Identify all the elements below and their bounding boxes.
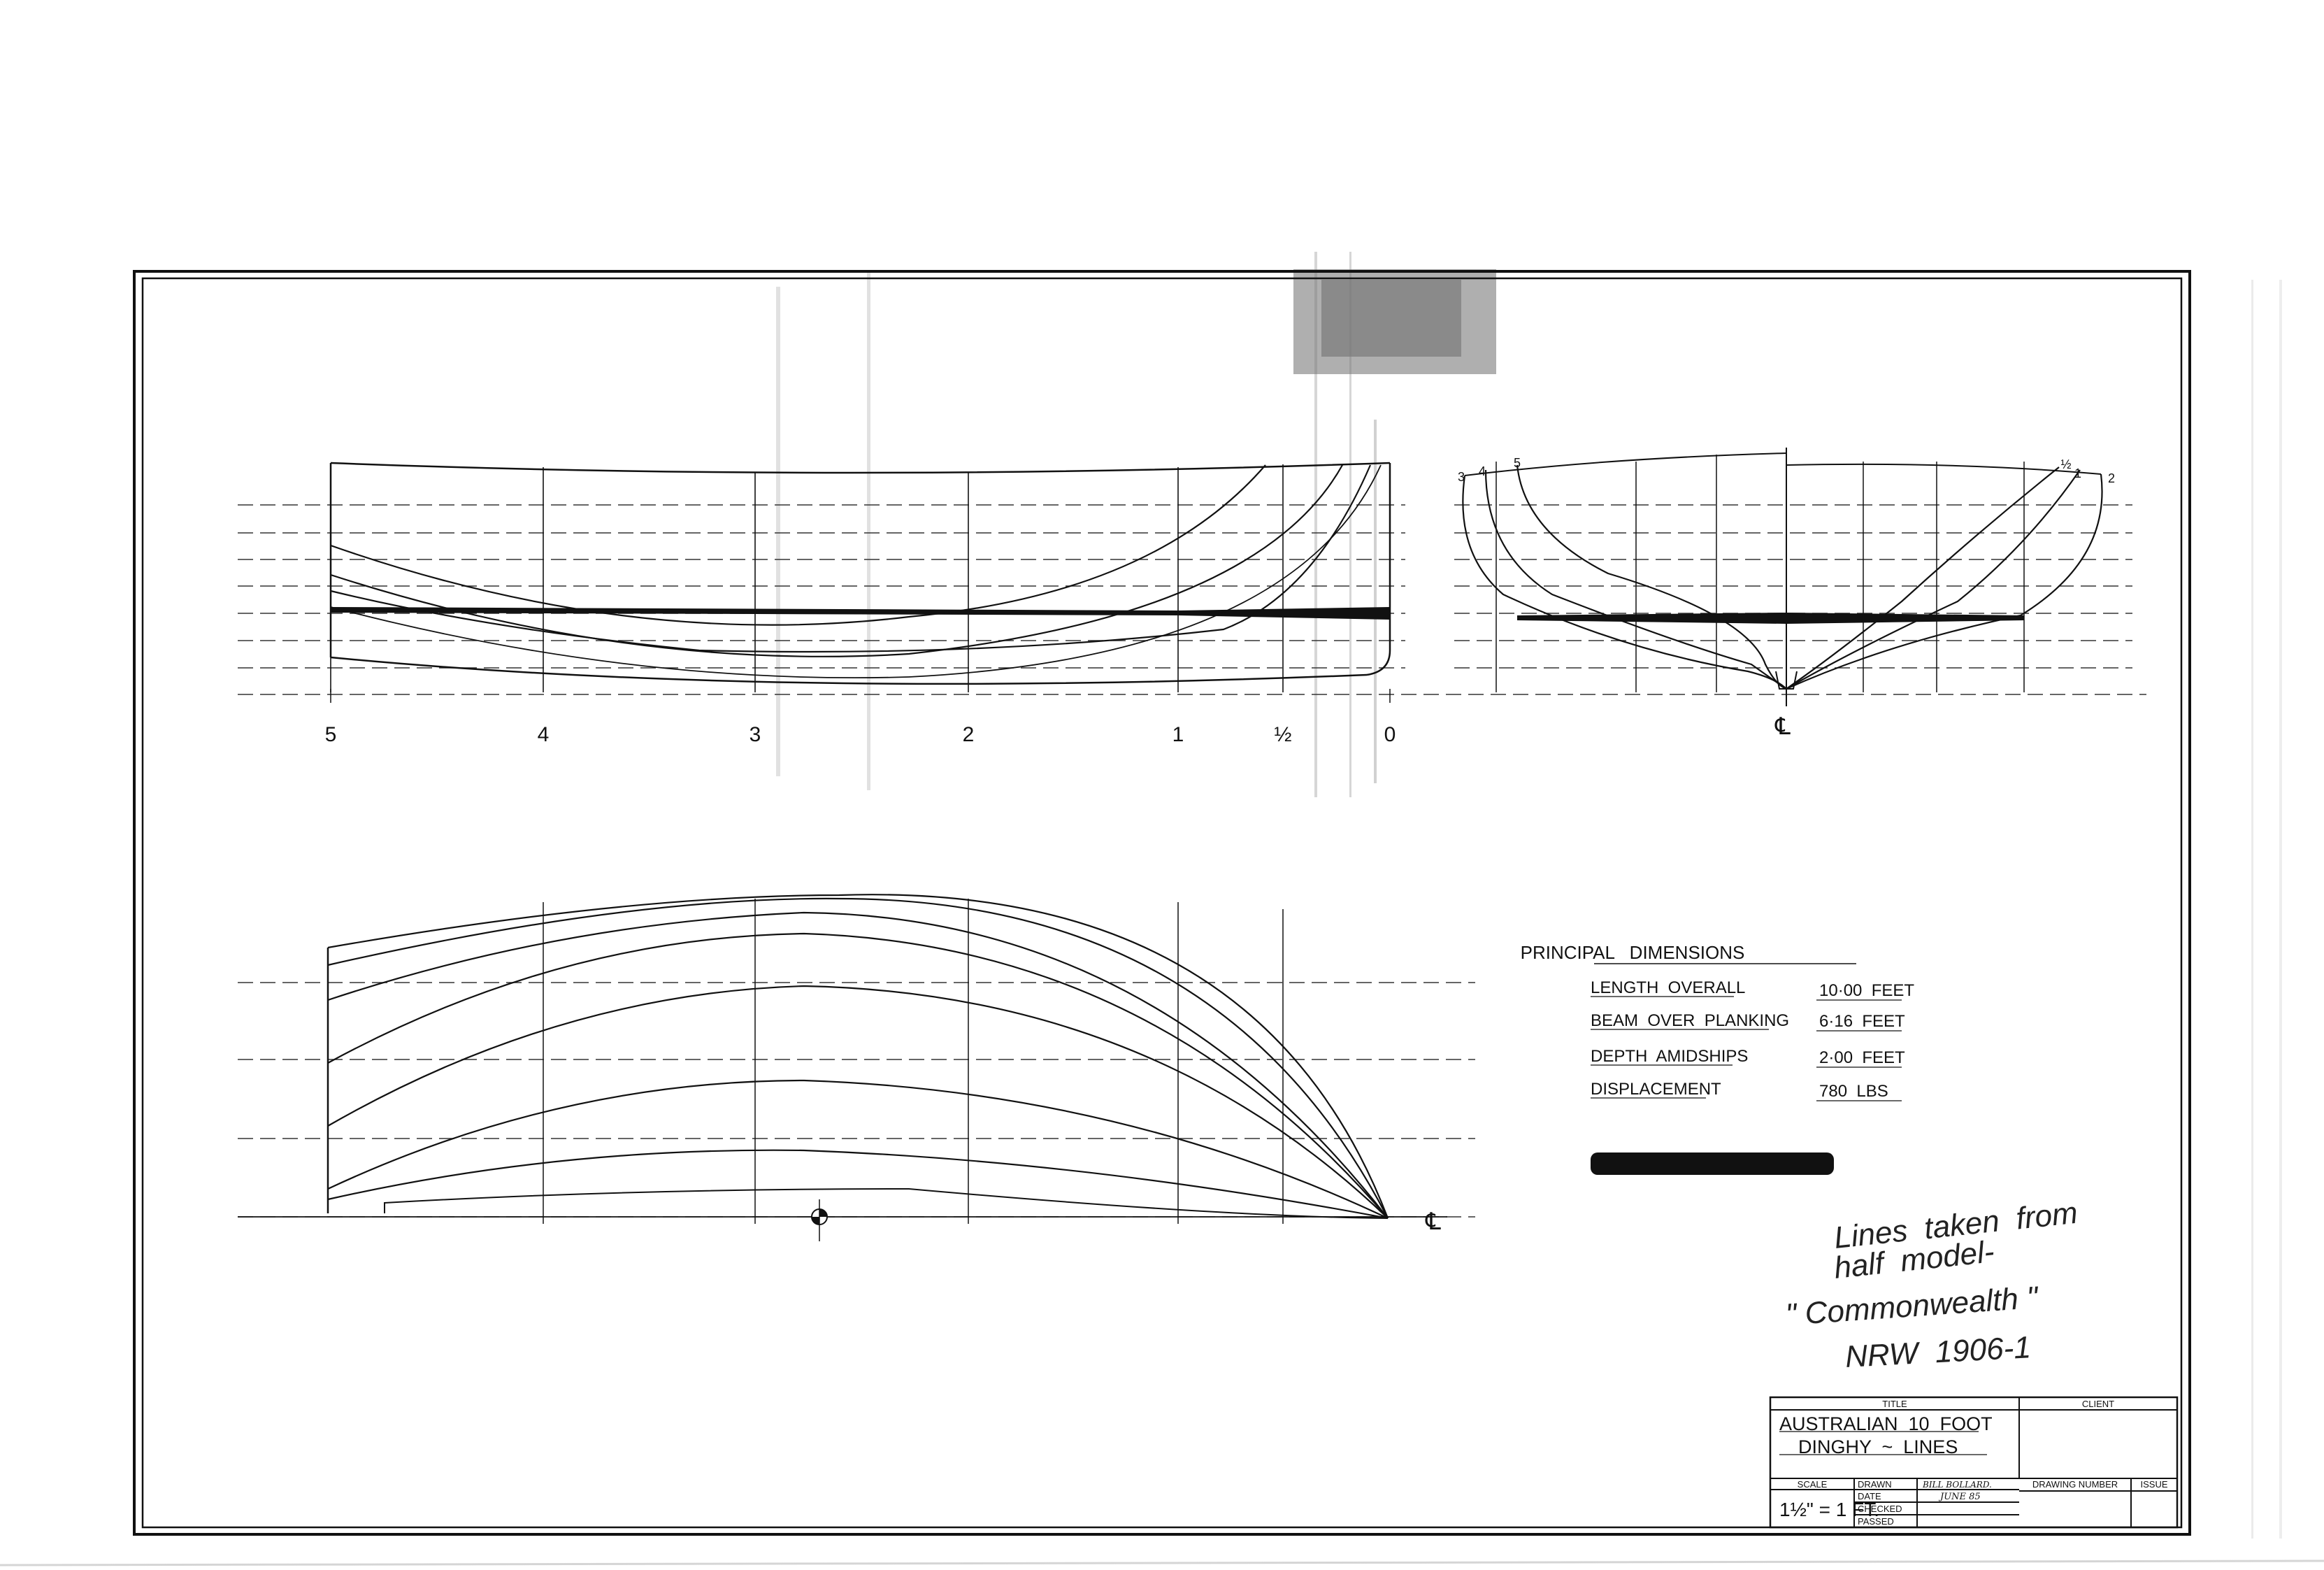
date-label: DATE: [1858, 1491, 1881, 1501]
title-header: TITLE: [1882, 1399, 1907, 1409]
half-breadth-view: [238, 894, 1475, 1224]
client-header: CLIENT: [2082, 1399, 2114, 1409]
dimension-label: BEAM OVER PLANKING: [1591, 1011, 1789, 1030]
title-block: [1769, 1396, 2179, 1529]
station-label: 4: [538, 723, 550, 746]
scale-value: 1½" = 1 FT.: [1779, 1499, 1879, 1520]
profile-view: [238, 462, 2146, 695]
dimension-value: 780 LBS: [1819, 1082, 1888, 1101]
note-line: " Commonwealth ": [1784, 1280, 2040, 1332]
section-label: 1: [2074, 466, 2081, 480]
issue-header: ISSUE: [2140, 1479, 2167, 1490]
profile-station-labels: 5 4 3 2 1 ½ 0: [325, 723, 1396, 746]
title-block-text: TITLE CLIENT AUSTRALIAN 10 FOOT DINGHY ~…: [1779, 1399, 2168, 1527]
redaction-bar: [1591, 1152, 1834, 1175]
body-plan-centerline-label: ℄: [1774, 713, 1791, 740]
dimension-value: 2·00 FEET: [1819, 1048, 1905, 1067]
dimension-label: DISPLACEMENT: [1591, 1080, 1721, 1099]
half-breadth-centerline-label: ℄: [1425, 1208, 1441, 1235]
passed-label: PASSED: [1858, 1516, 1894, 1527]
midship-marker-icon: [811, 1199, 828, 1241]
principal-dimensions-heading: PRINCIPAL DIMENSIONS: [1521, 942, 1745, 963]
scale-header: SCALE: [1798, 1479, 1828, 1490]
station-label: 1: [1172, 723, 1184, 746]
drawn-label: DRAWN: [1858, 1479, 1892, 1490]
station-label: 2: [963, 723, 975, 746]
checked-label: CHECKED: [1858, 1504, 1902, 1514]
section-label: 2: [2108, 471, 2115, 485]
dimension-label: DEPTH AMIDSHIPS: [1591, 1047, 1748, 1066]
dimension-label: LENGTH OVERALL: [1591, 978, 1745, 997]
copy-artifacts: [0, 252, 2324, 1567]
station-label: ½: [1274, 723, 1291, 746]
station-label: 0: [1384, 723, 1396, 746]
station-label: 3: [749, 723, 761, 746]
station-label: 5: [325, 723, 337, 746]
handwritten-note: Lines taken from half model- " Commonwea…: [1784, 1196, 2079, 1374]
principal-dimensions: PRINCIPAL DIMENSIONS LENGTH OVERALL 10·0…: [1521, 942, 1914, 1101]
dimension-value: 6·16 FEET: [1819, 1012, 1905, 1031]
date-value: JUNE 85: [1938, 1492, 1981, 1502]
section-label: 4: [1479, 464, 1486, 478]
note-line: NRW 1906-1: [1844, 1330, 2032, 1374]
section-label: 3: [1458, 470, 1465, 484]
drawing-number-header: DRAWING NUMBER: [2032, 1479, 2118, 1490]
body-plan-view: [1454, 448, 2132, 706]
section-label: 5: [1514, 456, 1521, 470]
profile-station-ticks: [330, 689, 1391, 703]
section-label: ½: [2060, 457, 2071, 471]
drawing-title-line1: AUSTRALIAN 10 FOOT: [1779, 1413, 1993, 1434]
sheet-border: [133, 270, 2191, 1536]
drawing-title-line2: DINGHY ~ LINES: [1798, 1436, 1958, 1457]
body-plan-labels: 3 4 5 ½ 1 2: [1458, 456, 2115, 485]
drawn-value: BILL BOLLARD.: [1922, 1480, 1992, 1490]
dimension-value: 10·00 FEET: [1819, 981, 1914, 1000]
